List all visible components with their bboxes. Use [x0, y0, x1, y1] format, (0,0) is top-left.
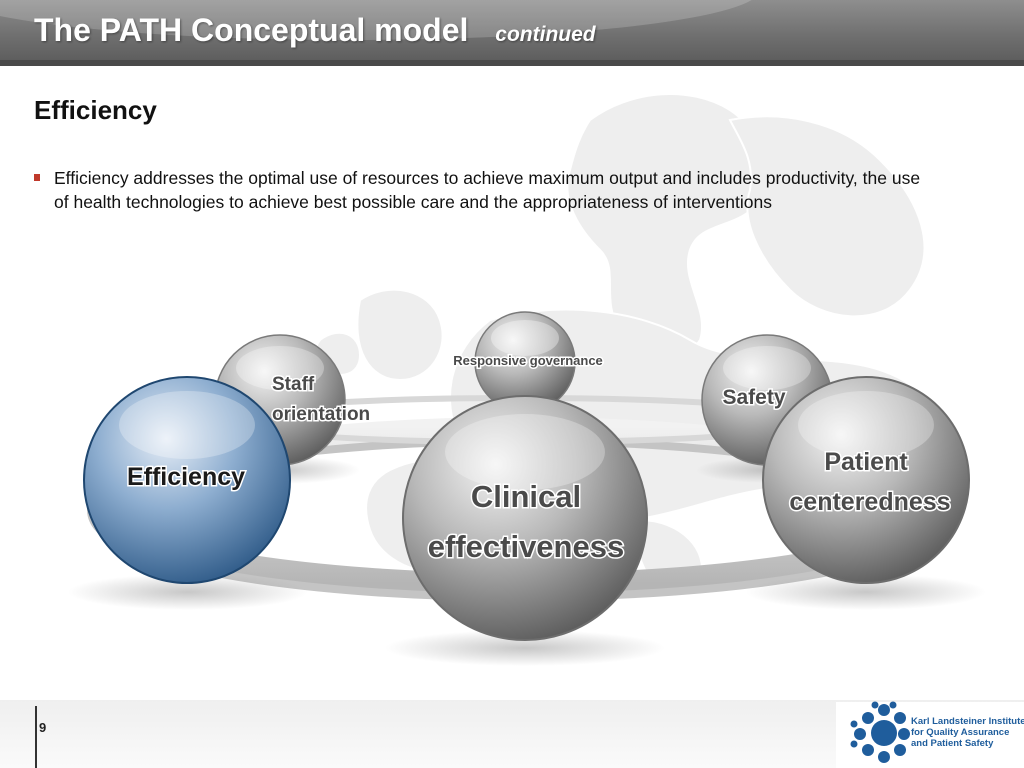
bullet-marker	[34, 174, 40, 181]
bullet-item: Efficiency addresses the optimal use of …	[34, 166, 924, 214]
slide-title: The PATH Conceptual model continued	[34, 12, 596, 49]
path-model-diagram: Responsive governance Staff orientation …	[68, 311, 986, 666]
slide-subtitle: continued	[495, 23, 596, 46]
slide-title-text: The PATH Conceptual model	[34, 12, 469, 48]
label-patient-centeredness-line2: centeredness	[789, 488, 950, 516]
label-safety: Safety	[722, 386, 785, 409]
sphere-shadow	[746, 574, 986, 610]
sphere-efficiency	[83, 376, 291, 584]
sphere-responsive-governance	[474, 311, 576, 413]
logo-line: Karl Landsteiner Institute	[911, 716, 1024, 727]
institute-logo-icon	[850, 701, 910, 763]
sphere-shadow	[385, 630, 665, 666]
sphere-patient-centeredness	[762, 376, 970, 584]
label-staff-orientation-line2: orientation	[272, 404, 370, 425]
footer-divider	[35, 706, 37, 768]
bullet-text: Efficiency addresses the optimal use of …	[54, 168, 921, 212]
label-patient-centeredness-line1: Patient	[824, 448, 908, 476]
label-clinical-effectiveness-line2: effectiveness	[428, 529, 624, 564]
section-heading: Efficiency	[34, 95, 157, 125]
title-bar-shadow	[0, 60, 1024, 66]
label-efficiency: Efficiency	[127, 463, 245, 491]
sphere-shadow	[68, 574, 308, 610]
sphere-clinical-effectiveness	[402, 395, 648, 641]
label-staff-orientation-line1: Staff	[272, 374, 315, 395]
label-clinical-effectiveness-line1: Clinical	[471, 479, 581, 514]
label-responsive-governance: Responsive governance	[453, 353, 603, 368]
page-number: 9	[39, 720, 47, 735]
title-bar	[0, 0, 1024, 66]
logo-text: Karl Landsteiner Institute for Quality A…	[911, 716, 1024, 749]
logo-line: for Quality Assurance	[911, 727, 1010, 738]
logo-line: and Patient Safety	[911, 738, 994, 749]
